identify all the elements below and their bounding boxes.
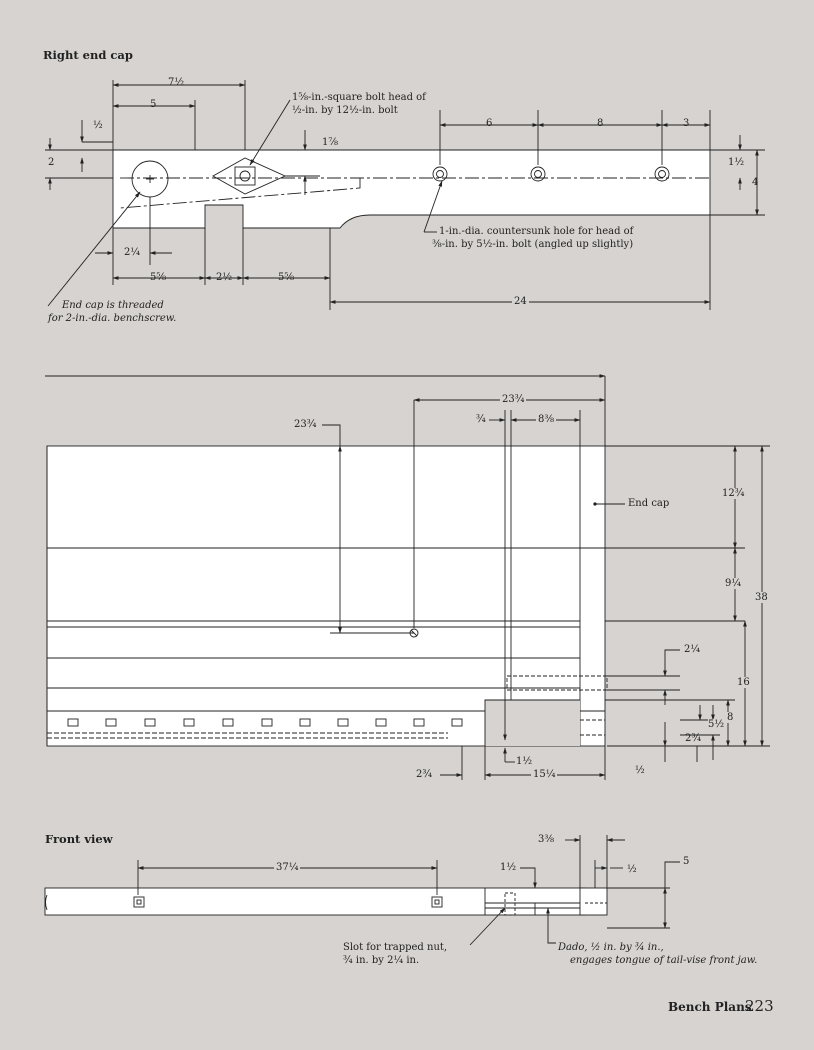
- dim-label: 5⅝: [150, 272, 167, 283]
- dim-label: 12¾: [722, 488, 745, 499]
- dim-label: ½: [635, 765, 645, 776]
- dim-label: 8⅜: [536, 414, 557, 425]
- threaded-note-line2: for 2-in.-dia. benchscrew.: [48, 313, 177, 324]
- dim-label: 2¼: [124, 247, 141, 258]
- dim-label: 1½: [728, 157, 745, 168]
- end-cap-step: [113, 142, 196, 151]
- dim-label: 3: [683, 118, 690, 129]
- bolt-head-note-line1: 1⅝-in.-square bolt head of: [292, 92, 426, 103]
- dim-label: ½: [627, 864, 637, 875]
- dim-label: 5: [150, 99, 157, 110]
- section-heading-front-view: Front view: [45, 832, 113, 846]
- dim-label: 37¼: [274, 862, 301, 873]
- end-cap-drawing: [45, 80, 765, 310]
- end-cap-label: End cap: [628, 498, 670, 509]
- dog-holes: [67, 718, 463, 727]
- section-heading-right-end-cap: Right end cap: [43, 48, 133, 62]
- dim-label: 1½: [516, 756, 533, 767]
- dim-label: 2¾: [685, 733, 702, 744]
- page-number: 223: [745, 997, 774, 1015]
- dado-note-line2: engages tongue of tail-vise front jaw.: [570, 955, 758, 966]
- dim-label: 24: [512, 296, 529, 307]
- dim-label: 3⅜: [538, 834, 555, 845]
- dim-label: 38: [755, 592, 768, 603]
- front-rail: [44, 887, 586, 916]
- dim-label: 5: [683, 856, 690, 867]
- dim-label: 1⅞: [322, 137, 339, 148]
- threaded-note-line1: End cap is threaded: [62, 300, 164, 311]
- dim-label: 2¼: [684, 644, 701, 655]
- dim-label: 2¾: [416, 769, 433, 780]
- plan-view-drawing: [45, 374, 770, 780]
- dim-label: 5⅝: [278, 272, 295, 283]
- dim-label: 8: [597, 118, 604, 129]
- dim-label: ¾: [476, 414, 486, 425]
- countersunk-note-line2: ⅜-in. by 5½-in. bolt (angled up slightly…: [432, 239, 634, 250]
- bolt-head-note-line2: ½-in. by 12½-in. bolt: [292, 105, 398, 116]
- dim-label: 9¼: [725, 578, 742, 589]
- slot-note-line2: ¾ in. by 2¼ in.: [343, 955, 420, 966]
- dim-label: 23¾: [294, 419, 317, 430]
- countersunk-hole: [530, 166, 546, 182]
- dim-label: 1½: [500, 862, 517, 873]
- dado-note-line1: Dado, ½ in. by ¾ in.,: [558, 942, 664, 953]
- dim-label: 2: [48, 157, 55, 168]
- dim-label: 7½: [168, 77, 185, 88]
- dim-label: 5½: [708, 719, 725, 730]
- dim-label: 2½: [216, 272, 233, 283]
- countersunk-note-line1: 1-in.-dia. countersunk hole for head of: [439, 226, 634, 237]
- countersunk-hole: [654, 166, 670, 182]
- dim-label: 8: [727, 712, 734, 723]
- dim-label: 16: [737, 677, 750, 688]
- dim-label: 6: [486, 118, 493, 129]
- dim-label: ½: [93, 120, 103, 131]
- dim-label: 4: [752, 177, 759, 188]
- front-view-drawing: [44, 835, 680, 946]
- end-cap-outline: [112, 149, 711, 229]
- bench-top: [46, 445, 606, 747]
- dim-label: 15¼: [531, 769, 558, 780]
- dim-label: 23¾: [500, 394, 527, 405]
- footer-title: Bench Plans: [668, 1000, 752, 1014]
- slot-note-line1: Slot for trapped nut,: [343, 942, 448, 953]
